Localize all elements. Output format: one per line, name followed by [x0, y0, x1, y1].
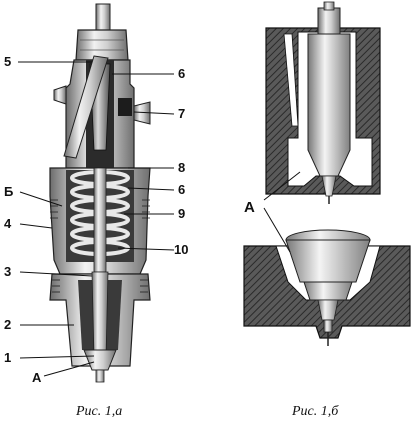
callout-6-mid: 6: [178, 182, 185, 197]
callout-1: 1: [4, 350, 11, 365]
callout-a-left: А: [32, 370, 42, 385]
nozzle-section-upper: [265, 1, 381, 204]
callout-2: 2: [4, 317, 11, 332]
callout-9: 9: [178, 206, 185, 221]
callout-3: 3: [4, 264, 11, 279]
callout-8: 8: [178, 160, 185, 175]
nozzle-section-lower: [243, 229, 411, 346]
caption-fig-b: Рис. 1,б: [291, 404, 339, 419]
callout-5: 5: [4, 54, 11, 69]
callout-b-cyr: Б: [4, 184, 13, 199]
leader-lines-b: [263, 171, 301, 253]
caption-fig-a: Рис. 1,а: [75, 404, 122, 419]
callout-a-right: А: [244, 199, 255, 216]
callout-6-top: 6: [178, 66, 185, 81]
callout-4: 4: [4, 216, 12, 231]
callout-10: 10: [174, 242, 188, 257]
callout-7: 7: [178, 106, 185, 121]
leader-lines-a: [18, 61, 175, 377]
injector-assembly-drawing: [49, 3, 151, 383]
